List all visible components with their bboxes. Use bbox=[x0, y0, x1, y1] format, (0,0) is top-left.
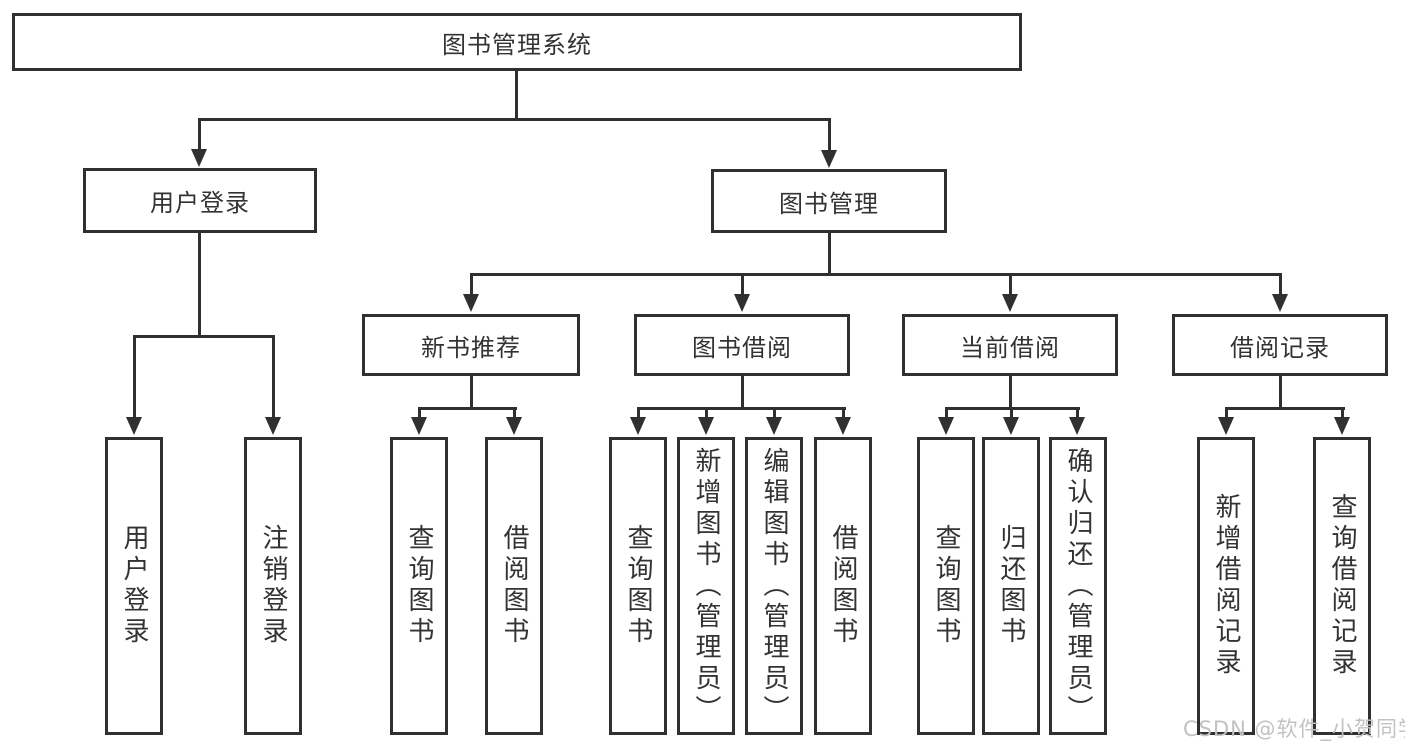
node-root-label: 图书管理系统 bbox=[442, 30, 592, 59]
leaf-logout: 注销登录 bbox=[244, 437, 302, 735]
arrowhead-icon bbox=[766, 417, 782, 435]
arrowhead-icon bbox=[506, 417, 522, 435]
leaf-query-borrow-record: 查询借阅记录 bbox=[1313, 437, 1371, 735]
node-borrow-records-label: 借阅记录 bbox=[1230, 333, 1330, 362]
arrowhead-icon bbox=[938, 417, 954, 435]
leaf-edit-books-admin-label: 编辑图书（管理员） bbox=[759, 446, 789, 726]
connector-line bbox=[1010, 407, 1013, 418]
leaf-confirm-return-admin-label: 确认归还（管理员） bbox=[1063, 446, 1093, 726]
connector-line bbox=[515, 70, 518, 118]
arrowhead-icon bbox=[1218, 417, 1234, 435]
connector-line bbox=[842, 407, 845, 418]
connector-line bbox=[1225, 407, 1345, 410]
node-user-login: 用户登录 bbox=[83, 168, 317, 233]
arrowhead-icon bbox=[191, 149, 207, 167]
leaf-return-books-label: 归还图书 bbox=[996, 524, 1026, 648]
leaf-borrow-books-recommend: 借阅图书 bbox=[485, 437, 543, 735]
connector-line bbox=[418, 407, 421, 418]
leaf-confirm-return-admin: 确认归还（管理员） bbox=[1049, 437, 1107, 735]
csdn-watermark: CSDN @软件_小贺同学 bbox=[1183, 717, 1405, 741]
connector-line bbox=[1076, 407, 1079, 418]
connector-line bbox=[828, 118, 831, 151]
leaf-query-books-recommend: 查询图书 bbox=[390, 437, 448, 735]
arrowhead-icon bbox=[1002, 294, 1018, 312]
connector-line bbox=[418, 407, 517, 410]
connector-line bbox=[198, 233, 201, 335]
connector-line bbox=[198, 118, 201, 151]
arrowhead-icon bbox=[734, 294, 750, 312]
leaf-user-login: 用户登录 bbox=[105, 437, 163, 735]
leaf-borrow-books: 借阅图书 bbox=[814, 437, 872, 735]
connector-line bbox=[470, 376, 473, 407]
leaf-query-borrow-record-label: 查询借阅记录 bbox=[1327, 493, 1357, 679]
connector-line bbox=[741, 376, 744, 407]
arrowhead-icon bbox=[698, 417, 714, 435]
connector-line bbox=[272, 335, 275, 418]
node-current-borrow-label: 当前借阅 bbox=[960, 333, 1060, 362]
connector-line bbox=[470, 273, 473, 295]
leaf-logout-label: 注销登录 bbox=[258, 524, 288, 648]
connector-line bbox=[1279, 273, 1282, 295]
connector-line bbox=[637, 407, 846, 410]
node-user-login-label: 用户登录 bbox=[150, 189, 250, 217]
node-borrow-records: 借阅记录 bbox=[1172, 314, 1388, 376]
node-book-borrow: 图书借阅 bbox=[634, 314, 850, 376]
connector-line bbox=[513, 407, 516, 418]
leaf-return-books: 归还图书 bbox=[982, 437, 1040, 735]
connector-line bbox=[1009, 273, 1012, 295]
arrowhead-icon bbox=[463, 294, 479, 312]
node-root: 图书管理系统 bbox=[12, 13, 1022, 71]
arrowhead-icon bbox=[1334, 417, 1350, 435]
leaf-edit-books-admin: 编辑图书（管理员） bbox=[745, 437, 803, 735]
arrowhead-icon bbox=[126, 417, 142, 435]
leaf-borrow-books-label: 借阅图书 bbox=[828, 524, 858, 648]
connector-line bbox=[705, 407, 708, 418]
connector-line bbox=[741, 273, 744, 295]
connector-line bbox=[1341, 407, 1344, 418]
node-new-book-recommend: 新书推荐 bbox=[362, 314, 580, 376]
connector-line bbox=[470, 273, 1282, 276]
leaf-add-books-admin: 新增图书（管理员） bbox=[677, 437, 735, 735]
leaf-query-books-current-label: 查询图书 bbox=[931, 524, 961, 648]
leaf-query-books-current: 查询图书 bbox=[917, 437, 975, 735]
node-new-book-recommend-label: 新书推荐 bbox=[421, 333, 521, 362]
connector-line bbox=[133, 335, 275, 338]
arrowhead-icon bbox=[1069, 417, 1085, 435]
arrowhead-icon bbox=[1003, 417, 1019, 435]
leaf-add-borrow-record-label: 新增借阅记录 bbox=[1211, 493, 1241, 679]
connector-line bbox=[133, 335, 136, 418]
leaf-query-books-borrow-label: 查询图书 bbox=[623, 524, 653, 648]
leaf-add-borrow-record: 新增借阅记录 bbox=[1197, 437, 1255, 735]
leaf-user-login-label: 用户登录 bbox=[119, 524, 149, 648]
connector-line bbox=[773, 407, 776, 418]
connector-line bbox=[828, 233, 831, 273]
connector-line bbox=[945, 407, 948, 418]
leaf-query-books-borrow: 查询图书 bbox=[609, 437, 667, 735]
arrowhead-icon bbox=[411, 417, 427, 435]
node-book-management-label: 图书管理 bbox=[779, 189, 879, 218]
leaf-add-books-admin-label: 新增图书（管理员） bbox=[691, 446, 721, 726]
arrowhead-icon bbox=[630, 417, 646, 435]
arrowhead-icon bbox=[821, 150, 837, 168]
connector-line bbox=[1225, 407, 1228, 418]
node-current-borrow: 当前借阅 bbox=[902, 314, 1118, 376]
node-book-borrow-label: 图书借阅 bbox=[692, 333, 792, 362]
connector-line bbox=[1279, 376, 1282, 407]
arrowhead-icon bbox=[835, 417, 851, 435]
connector-line bbox=[198, 118, 831, 121]
leaf-query-books-recommend-label: 查询图书 bbox=[404, 524, 434, 648]
connector-line bbox=[1009, 376, 1012, 407]
node-book-management: 图书管理 bbox=[711, 169, 947, 233]
connector-line bbox=[637, 407, 640, 418]
arrowhead-icon bbox=[265, 417, 281, 435]
leaf-borrow-books-recommend-label: 借阅图书 bbox=[499, 524, 529, 648]
arrowhead-icon bbox=[1272, 294, 1288, 312]
